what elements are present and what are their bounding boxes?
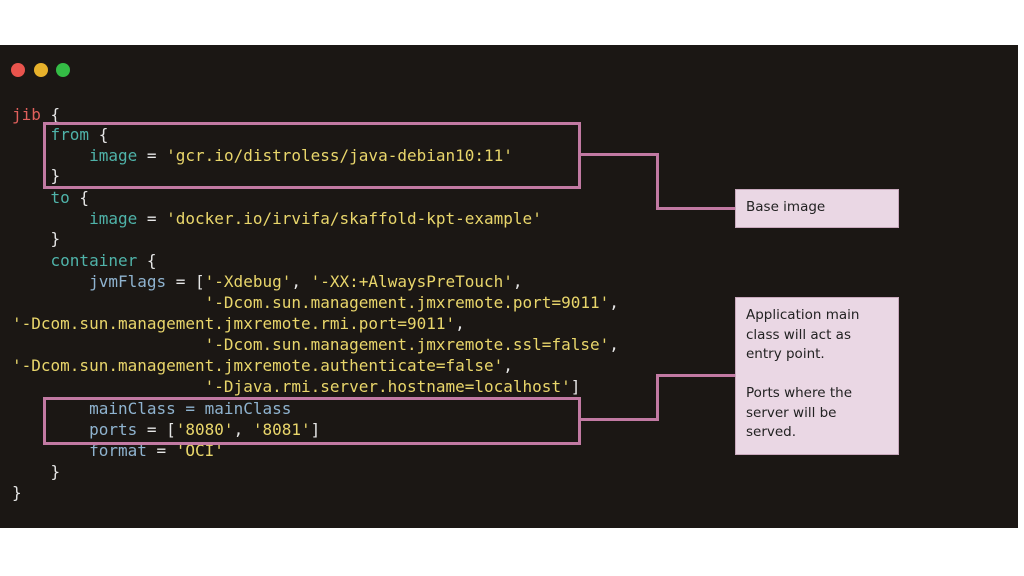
code-token: from <box>12 125 90 144</box>
code-line: jib { <box>12 105 60 125</box>
code-line: } <box>12 166 61 186</box>
maximize-window-icon[interactable] <box>56 63 70 77</box>
code-token: jib <box>12 105 41 124</box>
code-token <box>12 293 205 312</box>
base-image-note: Base image <box>735 189 899 228</box>
code-token: 'OCI' <box>175 441 224 460</box>
code-token: '-Dcom.sun.management.jmxremote.rmi.port… <box>12 314 456 333</box>
code-token: { <box>89 125 109 144</box>
code-line: ports = ['8080', '8081'] <box>12 420 320 440</box>
code-line: jvmFlags = ['-Xdebug', '-XX:+AlwaysPreTo… <box>12 272 523 292</box>
code-line: '-Dcom.sun.management.jmxremote.authenti… <box>12 356 513 376</box>
code-token: , <box>233 420 253 439</box>
code-token <box>12 377 205 396</box>
code-token: ports <box>12 420 138 439</box>
code-token: = [ <box>137 420 176 439</box>
code-token: '-Dcom.sun.management.jmxremote.ssl=fals… <box>204 335 610 354</box>
code-token: { <box>40 105 61 124</box>
code-line: mainClass = mainClass <box>12 399 291 419</box>
code-line: '-Djava.rmi.server.hostname=localhost'] <box>12 377 581 397</box>
code-token: = <box>137 209 167 228</box>
main-class-connector-h2 <box>656 374 736 377</box>
code-line: '-Dcom.sun.management.jmxremote.port=901… <box>12 293 619 313</box>
code-token: jvmFlags <box>12 272 167 291</box>
code-token <box>12 335 205 354</box>
code-token: 'docker.io/irvifa/skaffold-kpt-example' <box>166 209 542 228</box>
code-token: = [ <box>166 272 205 291</box>
code-line: } <box>12 462 61 482</box>
minimize-window-icon[interactable] <box>34 63 48 77</box>
code-token: , <box>512 272 523 291</box>
code-token: container <box>12 251 138 270</box>
code-token: ] <box>310 420 321 439</box>
code-token: = mainClass <box>175 399 292 418</box>
code-line: image = 'gcr.io/distroless/java-debian10… <box>12 146 513 166</box>
code-token: } <box>12 462 61 481</box>
code-token: image <box>12 146 138 165</box>
code-token: { <box>137 251 157 270</box>
close-window-icon[interactable] <box>11 63 25 77</box>
code-token: = <box>137 146 167 165</box>
code-token: image <box>12 209 138 228</box>
code-token: '-XX:+AlwaysPreTouch' <box>310 272 513 291</box>
code-token: { <box>69 188 90 207</box>
code-token: to <box>12 188 70 207</box>
main-class-highlight <box>43 397 581 445</box>
code-token: '-Dcom.sun.management.jmxremote.authenti… <box>12 356 504 375</box>
code-token: = <box>146 441 176 460</box>
code-token: } <box>12 166 61 185</box>
code-token: 'gcr.io/distroless/java-debian10:11' <box>166 146 513 165</box>
code-token: , <box>609 293 619 312</box>
base-image-connector-h2 <box>656 207 736 210</box>
code-token: '8080' <box>175 420 234 439</box>
code-token: , <box>291 272 311 291</box>
base-image-connector-h1 <box>579 153 659 156</box>
base-image-connector-v <box>656 153 659 210</box>
code-line: container { <box>12 251 157 271</box>
code-token: '-Xdebug' <box>204 272 292 291</box>
code-token: } <box>12 483 22 502</box>
code-token: mainClass <box>12 399 176 418</box>
main-class-note: Application main class will act as entry… <box>735 297 899 455</box>
code-token: } <box>12 229 61 248</box>
code-token: '8081' <box>252 420 311 439</box>
code-line: } <box>12 483 22 503</box>
code-line: image = 'docker.io/irvifa/skaffold-kpt-e… <box>12 209 542 229</box>
code-line: format = 'OCI' <box>12 441 224 461</box>
code-token: , <box>455 314 465 333</box>
code-token: , <box>503 356 513 375</box>
code-line: from { <box>12 125 109 145</box>
code-token: '-Dcom.sun.management.jmxremote.port=901… <box>204 293 610 312</box>
code-line: } <box>12 229 61 249</box>
code-token: , <box>609 335 619 354</box>
code-token: ] <box>570 377 581 396</box>
code-token: format <box>12 441 147 460</box>
code-token: '-Djava.rmi.server.hostname=localhost' <box>204 377 571 396</box>
main-class-connector-v <box>656 374 659 421</box>
main-class-connector-h1 <box>579 418 659 421</box>
code-line: to { <box>12 188 90 208</box>
code-line: '-Dcom.sun.management.jmxremote.rmi.port… <box>12 314 465 334</box>
code-line: '-Dcom.sun.management.jmxremote.ssl=fals… <box>12 335 619 355</box>
base-image-highlight <box>43 122 581 189</box>
